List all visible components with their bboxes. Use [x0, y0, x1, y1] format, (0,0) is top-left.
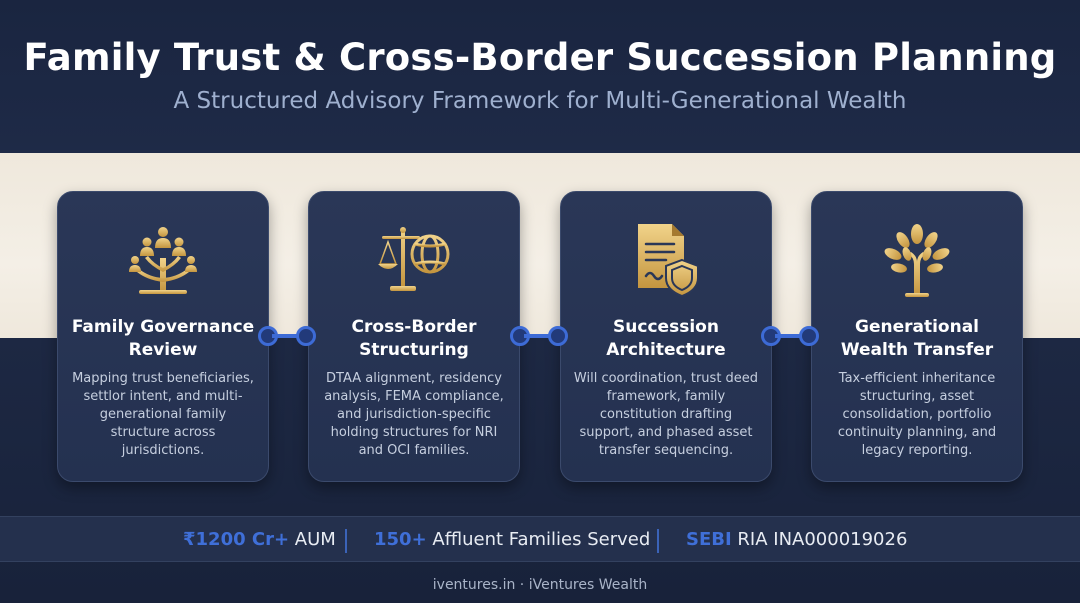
card-description: Will coordination, trust deed framework,…	[573, 371, 759, 458]
card-description: Mapping trust beneficiaries, settlor int…	[72, 371, 254, 458]
stat-sebi: SEBI RIA INA000019026	[686, 529, 908, 550]
tree-icon	[877, 220, 957, 300]
stat-families: 150+ Affluent Families Served	[374, 529, 651, 550]
card-title: Succession Architecture	[606, 317, 726, 360]
page-title: Family Trust & Cross-Border Succession P…	[23, 36, 1057, 79]
card-succession-architecture: Succession Architecture Will coordinatio…	[560, 191, 772, 482]
stats-bar: ₹1200 Cr+ AUM 150+ Affluent Families Ser…	[0, 516, 1080, 562]
page-subtitle: A Structured Advisory Framework for Mult…	[173, 88, 907, 114]
card-description: DTAA alignment, residency analysis, FEMA…	[324, 371, 504, 458]
stat-divider	[345, 529, 347, 553]
card-title: Family Governance Review	[71, 317, 255, 360]
card-cross-border: Cross-Border Structuring DTAA alignment,…	[308, 191, 520, 482]
family-tree-icon	[123, 220, 203, 300]
connector-3-4	[761, 325, 819, 347]
connector-1-2	[258, 325, 316, 347]
card-title: Cross-Border Structuring	[351, 317, 477, 360]
scales-globe-icon	[374, 220, 454, 300]
connector-2-3	[510, 325, 568, 347]
card-description: Tax-efficient inheritance structuring, a…	[837, 371, 997, 458]
header-band	[0, 0, 1080, 153]
card-family-governance: Family Governance Review Mapping trust b…	[57, 191, 269, 482]
card-generational-wealth: Generational Wealth Transfer Tax-efficie…	[811, 191, 1023, 482]
footer-text: iventures.in · iVentures Wealth	[432, 577, 648, 593]
card-title: Generational Wealth Transfer	[840, 317, 994, 360]
stat-aum: ₹1200 Cr+ AUM	[183, 529, 336, 550]
stat-divider	[657, 529, 659, 553]
document-shield-icon	[626, 220, 706, 300]
